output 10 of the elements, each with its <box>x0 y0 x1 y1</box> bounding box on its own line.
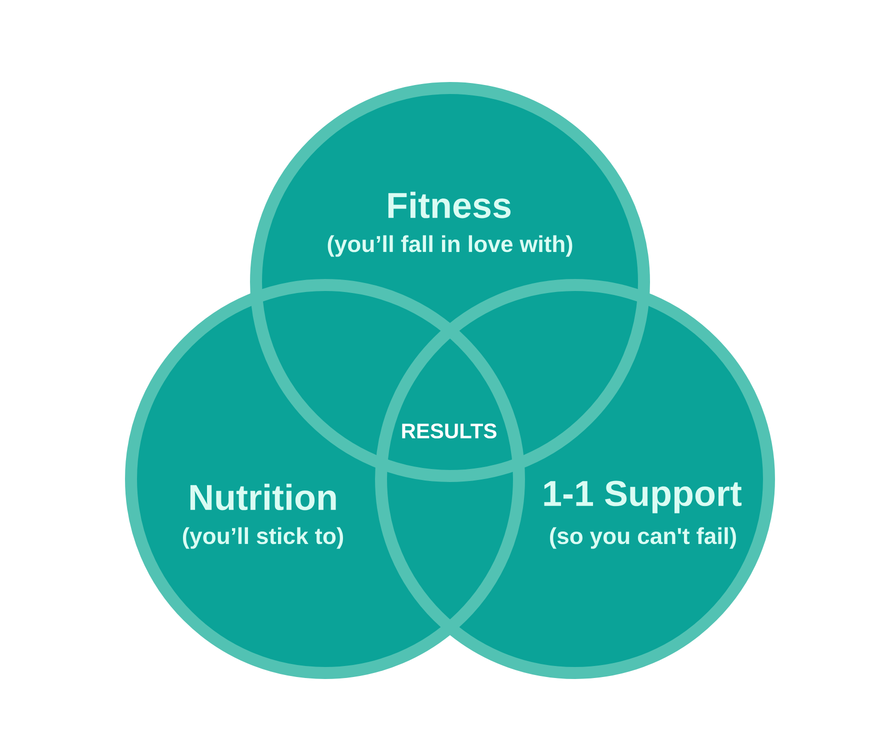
circle-subtitle: (you’ll stick to) <box>183 527 343 549</box>
venn-circle <box>375 279 775 679</box>
region-label: RESULTS <box>402 424 496 438</box>
circle-title: 1-1 Support <box>544 480 742 514</box>
circle-title: Fitness <box>388 192 511 218</box>
circle-subtitle: (so you can't fail) <box>550 527 736 549</box>
circle-title: Nutrition <box>190 484 336 510</box>
circle-subtitle: (you’ll fall in love with) <box>328 235 572 257</box>
venn-circle <box>125 279 525 679</box>
venn-circle <box>250 82 650 482</box>
